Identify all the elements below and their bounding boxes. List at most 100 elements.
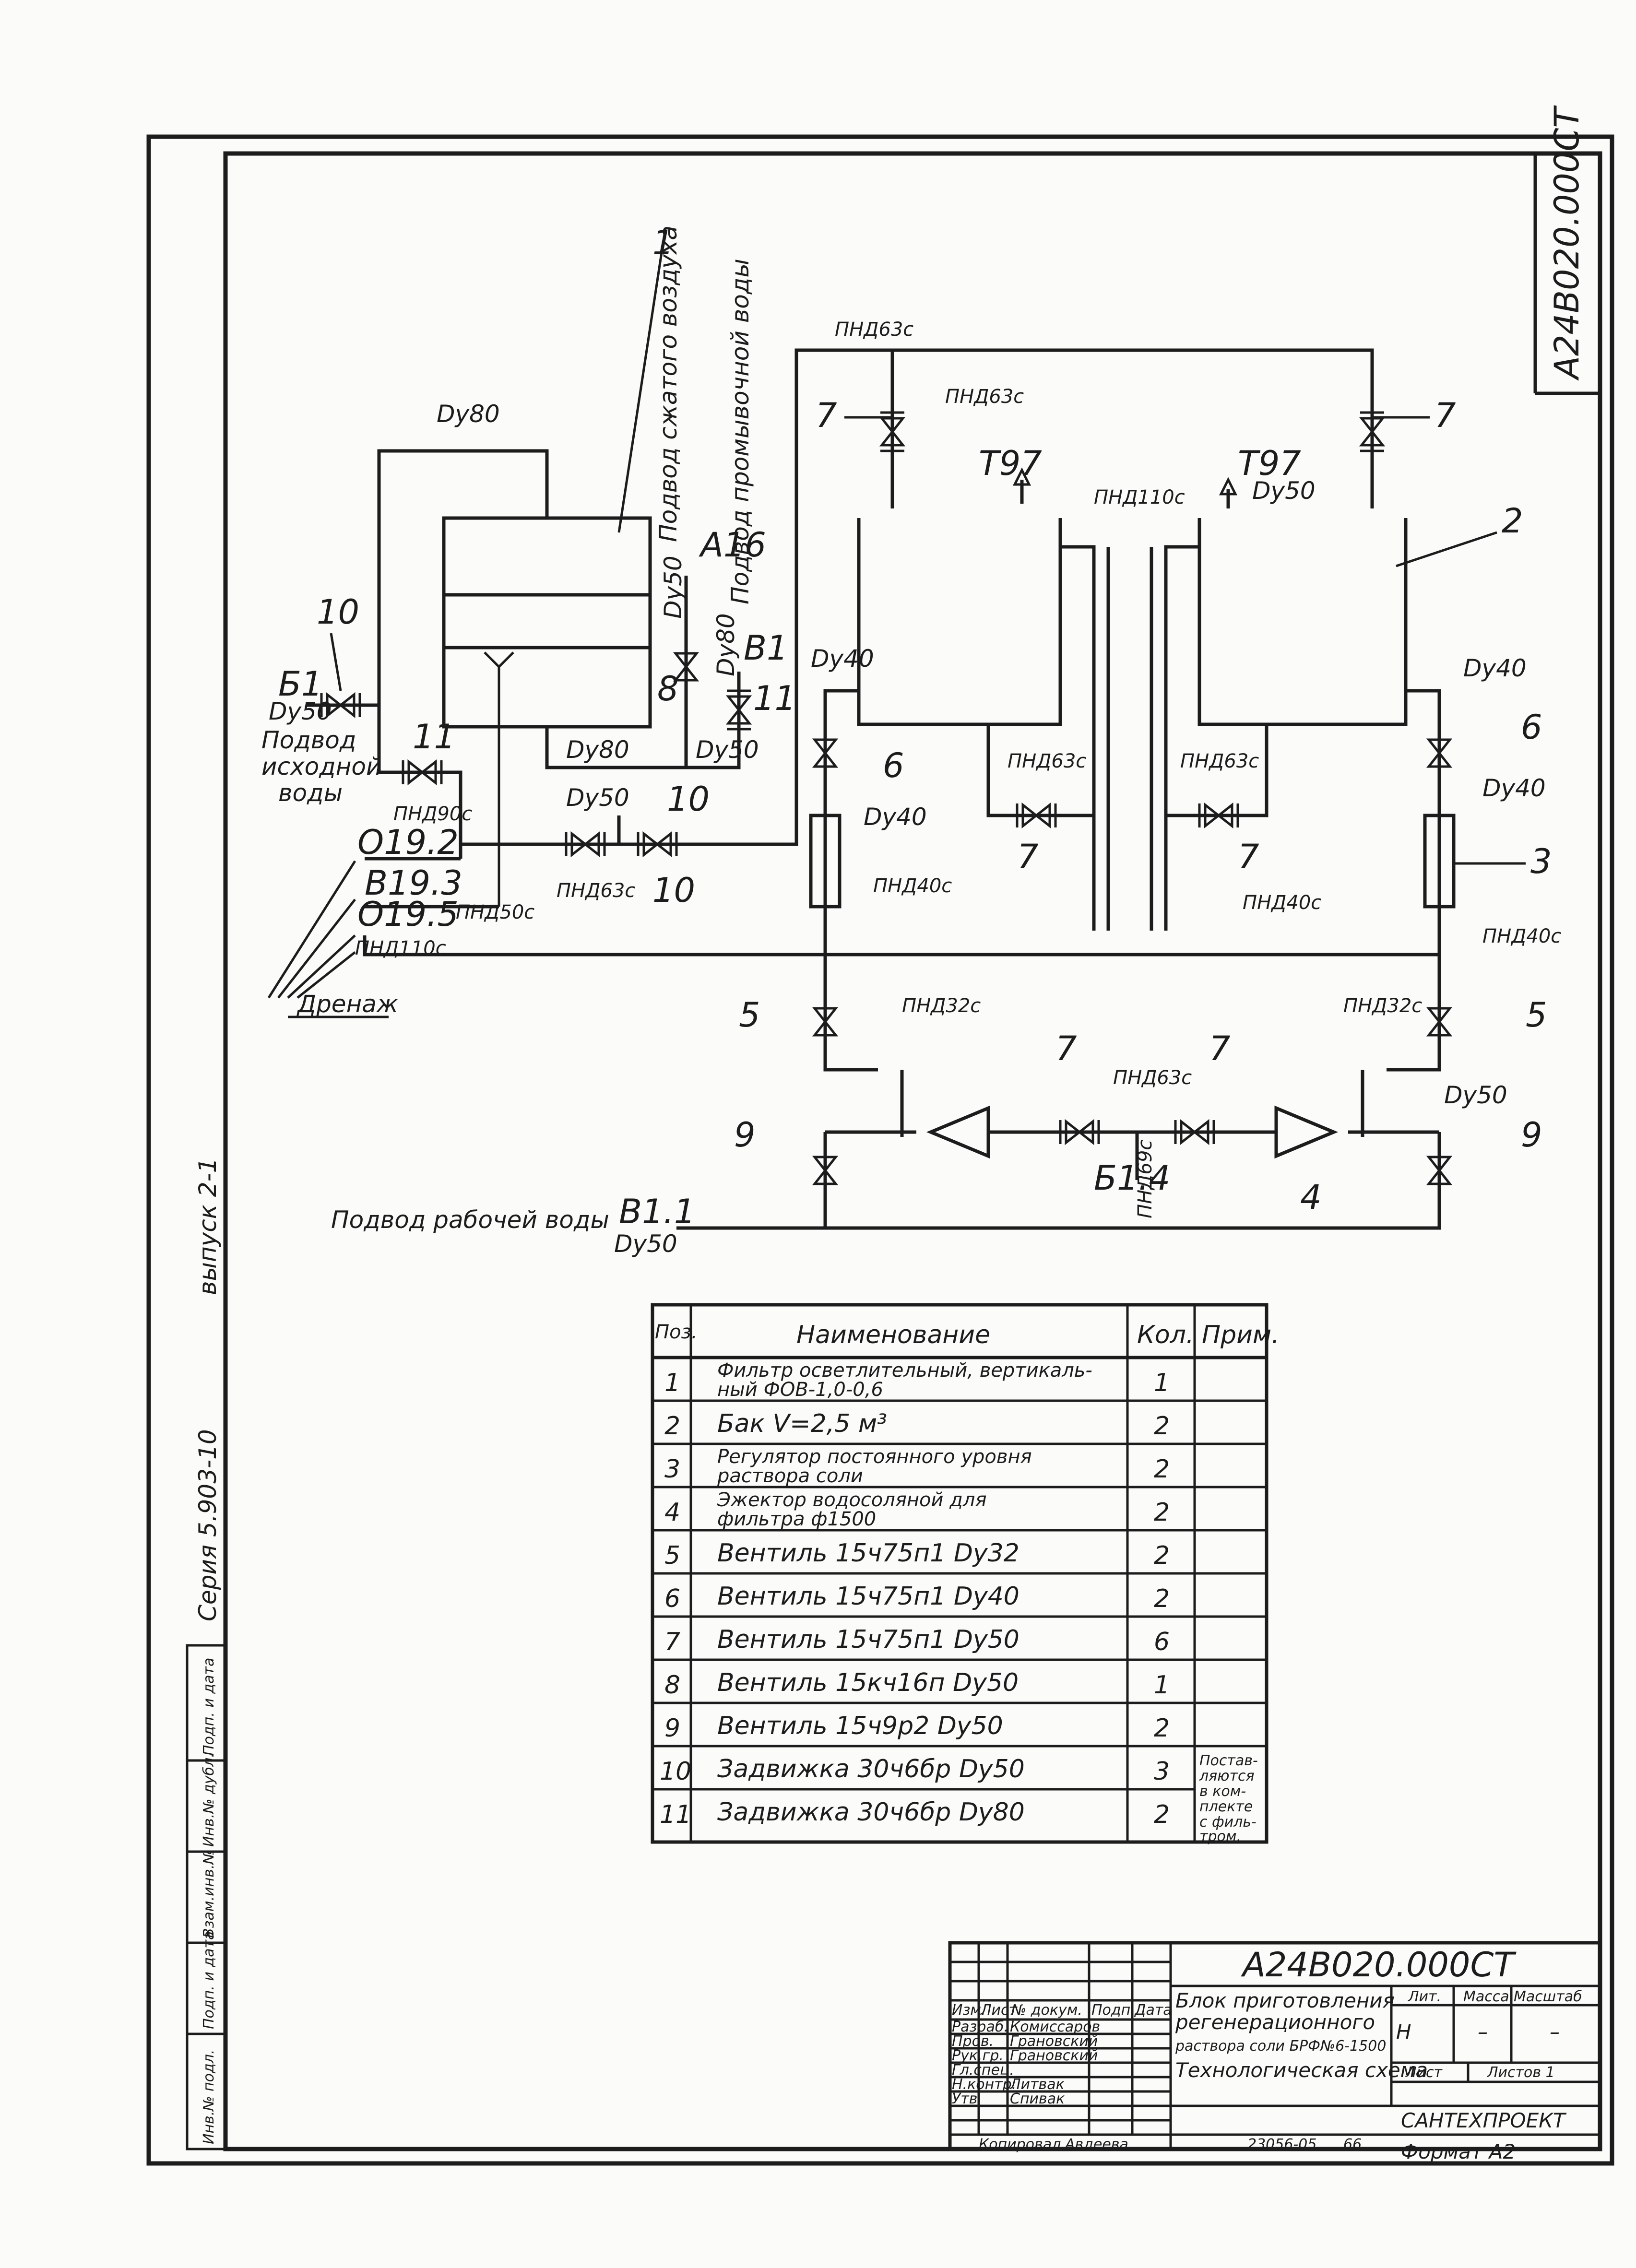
row-5-pos: 5 <box>664 1541 680 1570</box>
text-source-water-2: исходной <box>261 753 382 780</box>
stamp-inv-podl: Инв.№ подл. <box>201 2050 217 2144</box>
tb-role-5: Н.контр. <box>952 2076 1016 2093</box>
conn-o192: О19.2 <box>357 823 459 862</box>
text-wash-water: Подвод промывочной воды <box>726 259 754 604</box>
callout-11-left: 11 <box>413 717 455 756</box>
stamp-sign-date-1: Подп. и дата <box>201 1931 217 2029</box>
tb-name-3: Грановский <box>1010 2047 1098 2064</box>
tb-title-2: регенерационного <box>1175 2010 1375 2034</box>
tb-col-sign: Подп. <box>1091 2002 1135 2019</box>
label-dy80-top: Dу80 <box>437 400 500 428</box>
valve-5-right <box>1426 1007 1453 1037</box>
label-pnd63c-mr: ПНД63с <box>1180 750 1259 772</box>
row-6-pos: 6 <box>664 1584 680 1613</box>
note-line-5: с филь- <box>1199 1814 1257 1831</box>
text-working-water: Подвод рабочей воды <box>331 1206 609 1234</box>
valve-10-source <box>320 692 361 719</box>
note-line-6: тром. <box>1199 1828 1241 1845</box>
tb-role-2: Пров. <box>952 2033 994 2050</box>
label-pnd40c-right: ПНД40с <box>1482 925 1561 947</box>
callout-10-source: 10 <box>317 592 359 632</box>
label-dy40-tr: Dу40 <box>1463 654 1527 682</box>
label-pnd110c-top: ПНД110с <box>1094 486 1185 508</box>
label-pnd40c-left: ПНД40с <box>873 875 952 897</box>
callout-2: 2 <box>1502 501 1523 541</box>
row-11-pos: 11 <box>660 1800 691 1829</box>
title-block: Изм. Лист № докум. Подп. Дата Разраб. Ко… <box>948 1941 1602 2163</box>
tb-copied-by: Авдеева <box>1064 2136 1128 2153</box>
tb-title-1: Блок приготовления <box>1175 1989 1395 2012</box>
tb-org: САНТЕХПРОЕКТ <box>1401 2109 1567 2132</box>
conn-t97-right: Т97 <box>1238 444 1301 483</box>
note-line-4: плекте <box>1199 1798 1253 1815</box>
label-pnd32c-right: ПНД32с <box>1343 995 1422 1017</box>
tb-col-date: Дата <box>1134 2002 1172 2019</box>
tb-sheet-header: Лист <box>1405 2064 1443 2081</box>
conn-o195: О19.5 <box>357 895 459 934</box>
row-3-name-1: Регулятор постоянного уровня <box>717 1446 1032 1468</box>
row-8-qty: 1 <box>1154 1671 1170 1700</box>
label-pnd40c-mid: ПНД40с <box>1243 892 1321 914</box>
tb-lit-value: Н <box>1396 2020 1411 2044</box>
callout-7-ej-right: 7 <box>1209 1029 1231 1068</box>
label-dy50-air: Dу50 <box>659 555 687 619</box>
callout-7-mid-left: 7 <box>1017 837 1039 876</box>
row-1-qty: 1 <box>1154 1369 1170 1397</box>
callout-8: 8 <box>657 669 679 709</box>
row-4-name-1: Эжектор водосоляной для <box>717 1489 987 1511</box>
row-8-pos: 8 <box>664 1671 680 1700</box>
row-3-name-2: раствора соли <box>717 1465 863 1487</box>
callout-6-left: 6 <box>883 746 904 785</box>
row-9-pos: 9 <box>664 1714 680 1743</box>
label-dy40-tl: Dу40 <box>811 645 874 673</box>
row-6-name-1: Вентиль 15ч75п1 Dу40 <box>717 1582 1020 1611</box>
side-stamp: Инв.№ подл. Подп. и дата Взам.инв.№ Инв.… <box>186 1644 227 2150</box>
row-6-qty: 2 <box>1154 1584 1170 1613</box>
row-3-pos: 3 <box>664 1455 680 1484</box>
label-pnd110c-drain: ПНД110с <box>355 937 446 959</box>
valve-10-a <box>565 831 606 858</box>
tb-name-6: Спивак <box>1010 2091 1065 2107</box>
header-qty: Кол. <box>1137 1321 1194 1349</box>
label-dy50-wash: Dу50 <box>696 736 759 764</box>
tb-scale-value: – <box>1550 2020 1560 2044</box>
label-dy50-t97: Dу50 <box>1252 477 1316 505</box>
header-pos: Поз. <box>655 1321 698 1343</box>
conn-b193: В19.3 <box>365 863 462 903</box>
tb-copied: Копировал <box>979 2136 1061 2153</box>
valve-9-right <box>1426 1156 1453 1185</box>
stamp-sign-date-2: Подп. и дата <box>201 1658 217 1756</box>
text-drainage: Дренаж <box>296 990 398 1018</box>
valve-11-left <box>402 759 443 786</box>
tb-title-4: Технологическая схема <box>1175 2058 1428 2082</box>
valve-6-left <box>812 738 839 768</box>
row-4-qty: 2 <box>1154 1498 1170 1527</box>
tb-role-3: Рук.гр. <box>952 2047 1004 2064</box>
tb-lit-header: Лит. <box>1408 1988 1441 2005</box>
tb-scale-header: Масштаб <box>1514 1988 1582 2005</box>
callout-5-left: 5 <box>739 995 760 1035</box>
callout-4: 4 <box>1300 1178 1322 1217</box>
callout-5-right: 5 <box>1526 995 1547 1035</box>
series-label: Серия 5.903-10 <box>194 1429 222 1621</box>
row-9-name-1: Вентиль 15ч9р2 Dу50 <box>717 1712 1003 1740</box>
row-7-qty: 6 <box>1154 1628 1170 1656</box>
valve-11-right <box>725 689 752 731</box>
label-pnd63c-ej: ПНД63с <box>1113 1067 1192 1089</box>
conn-b1: В1 <box>744 628 788 668</box>
callout-10-a: 10 <box>652 871 695 910</box>
text-source-water-3: воды <box>278 779 343 807</box>
row-3-qty: 2 <box>1154 1455 1170 1484</box>
tb-format: Формат А2 <box>1401 2140 1516 2163</box>
valve-7-mid-left <box>1016 802 1057 829</box>
row-4-pos: 4 <box>664 1498 680 1527</box>
conn-b11: В1.1 <box>619 1192 695 1231</box>
inner-frame <box>223 151 1602 2151</box>
header-note: Прим. <box>1202 1321 1280 1349</box>
valve-7-ej-left <box>1059 1119 1100 1146</box>
row-7-pos: 7 <box>664 1628 680 1656</box>
valve-9-left <box>812 1156 839 1185</box>
label-dy40-mr: Dу40 <box>1482 774 1546 802</box>
row-10-pos: 10 <box>660 1757 691 1786</box>
